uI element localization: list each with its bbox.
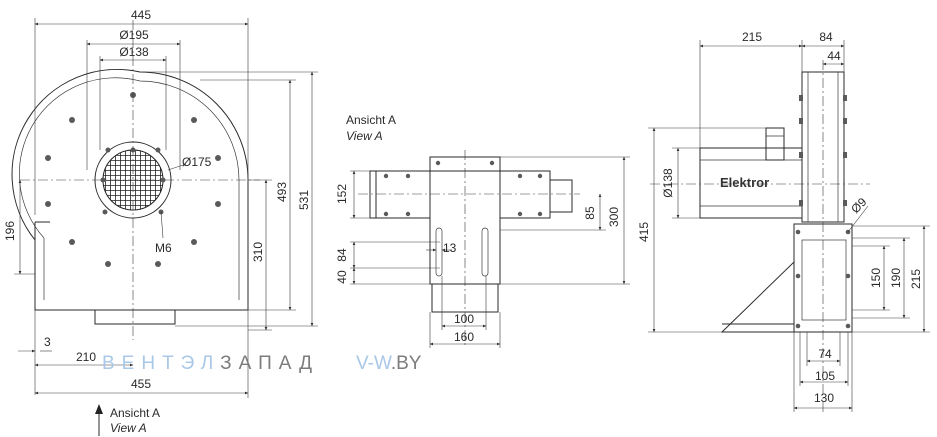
dim-44: 44 <box>827 49 841 63</box>
dim-160: 160 <box>454 330 474 344</box>
dim-190: 190 <box>889 268 903 288</box>
watermark-part2: ЗАПАД <box>220 353 319 374</box>
dim-215-top: 215 <box>742 30 762 44</box>
dim-310: 310 <box>251 242 265 262</box>
dim-74: 74 <box>818 347 832 361</box>
dim-13: 13 <box>443 241 457 255</box>
dim-493: 493 <box>275 182 289 202</box>
dim-455: 455 <box>131 377 151 391</box>
brand-label: Elektror <box>720 175 769 190</box>
dim-105: 105 <box>815 369 835 383</box>
dim-100: 100 <box>454 312 474 326</box>
dim-300: 300 <box>607 207 621 227</box>
side-view: Elektror 215 <box>637 30 930 412</box>
dim-196: 196 <box>3 221 17 241</box>
dim-d175: Ø175 <box>182 155 212 169</box>
view-a-title-en: View A <box>346 129 383 143</box>
view-a-title-de: Ansicht A <box>346 113 396 127</box>
dim-150: 150 <box>869 268 883 288</box>
dim-84: 84 <box>335 248 349 262</box>
view-a-label-de: Ansicht A <box>110 406 160 420</box>
watermark-url-part1: V-W <box>356 353 392 374</box>
dim-210: 210 <box>76 350 96 364</box>
dim-152: 152 <box>335 184 349 204</box>
dim-531: 531 <box>297 190 311 210</box>
svg-text:V-W.BY: V-W.BY <box>356 353 422 374</box>
mounting-holes <box>45 92 221 267</box>
svg-text:ВЕНТЭЛЗАПАД: ВЕНТЭЛЗАПАД <box>102 353 319 374</box>
dim-d138: Ø138 <box>119 45 149 59</box>
dim-215-right: 215 <box>909 269 923 289</box>
dim-d195: Ø195 <box>119 28 149 42</box>
dim-445: 445 <box>131 8 151 22</box>
dim-130: 130 <box>814 391 834 405</box>
dim-d9: Ø9 <box>848 195 869 216</box>
view-a: Ansicht A View A 152 84 <box>335 113 630 348</box>
dim-85: 85 <box>583 206 597 220</box>
watermark-url-part2: .BY <box>391 353 422 374</box>
dim-3: 3 <box>44 335 51 349</box>
dim-side-d138: Ø138 <box>661 168 675 198</box>
view-a-label-en: View A <box>110 421 147 435</box>
watermark: ВЕНТЭЛЗАПАД V-W.BY <box>102 353 422 374</box>
dim-40: 40 <box>335 270 349 284</box>
dim-415: 415 <box>637 222 651 242</box>
label-m6: M6 <box>155 241 172 255</box>
front-view: 445 Ø195 Ø138 Ø175 M6 196 310 493 <box>3 8 318 436</box>
dim-84-top: 84 <box>819 30 833 44</box>
watermark-part1: ВЕНТЭЛ <box>102 353 220 374</box>
